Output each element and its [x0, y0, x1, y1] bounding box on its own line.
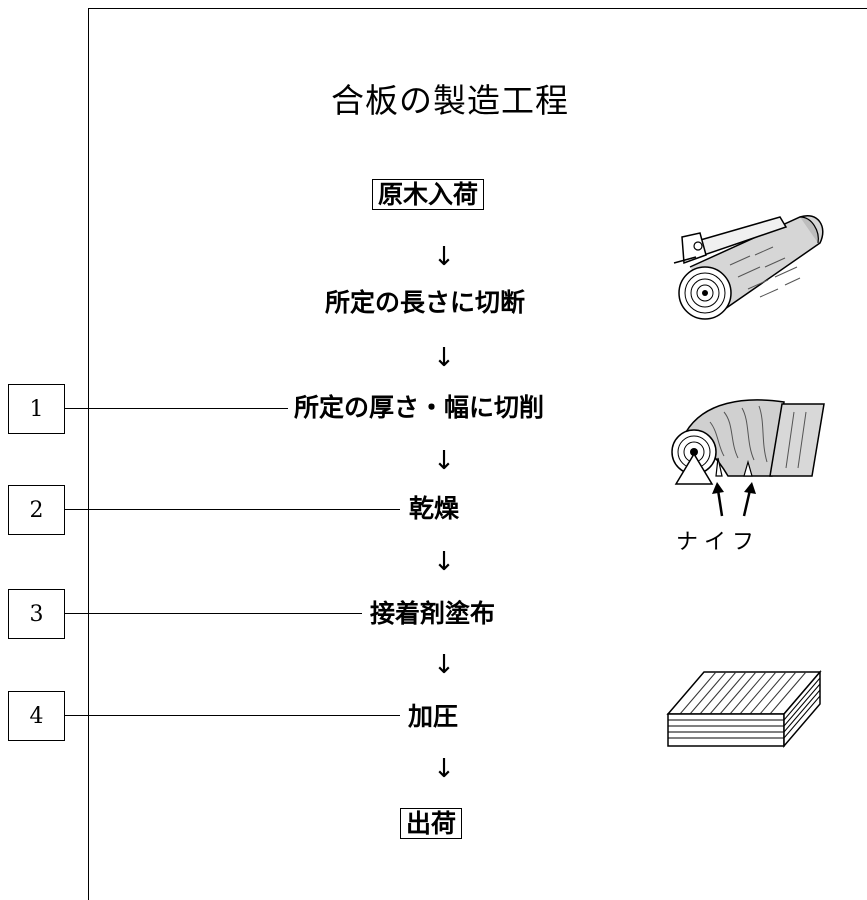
step-log-arrival-label: 原木入荷 [372, 179, 485, 210]
leader-line-4 [64, 715, 400, 716]
step-apply-adhesive: 接着剤塗布 [370, 599, 496, 628]
step-log-arrival: 原木入荷 [372, 177, 485, 213]
flow-arrow: ↓ [433, 754, 455, 784]
step-shipping-label: 出荷 [400, 808, 463, 839]
answer-box-4[interactable]: 4 [8, 691, 65, 741]
step-shipping: 出荷 [400, 806, 463, 842]
knife-label: ナイフ [676, 530, 761, 555]
plywood-stack-illustration [666, 669, 822, 749]
flow-arrow: ↓ [433, 650, 455, 680]
flow-arrow: ↓ [433, 343, 455, 373]
knife-arrows-icon [712, 482, 756, 517]
flow-arrow: ↓ [433, 446, 455, 476]
answer-box-2[interactable]: 2 [8, 485, 65, 535]
step-pressing: 加圧 [408, 702, 459, 731]
frame-left-line [88, 8, 89, 900]
log-cutting-illustration [673, 214, 824, 320]
answer-box-3[interactable]: 3 [8, 589, 65, 639]
step-cut-thickness-width: 所定の厚さ・幅に切削 [294, 393, 545, 422]
diagram-title: 合板の製造工程 [331, 81, 569, 120]
answer-box-1[interactable]: 1 [8, 384, 65, 434]
veneer-peeling-illustration [671, 399, 825, 485]
step-drying: 乾燥 [409, 494, 460, 523]
frame-top-line [88, 8, 867, 9]
leader-line-3 [64, 613, 362, 614]
flow-arrow: ↓ [433, 547, 455, 577]
leader-line-2 [64, 509, 400, 510]
leader-line-1 [64, 408, 288, 409]
flow-arrow: ↓ [433, 242, 455, 272]
step-cut-length: 所定の長さに切断 [325, 288, 526, 317]
